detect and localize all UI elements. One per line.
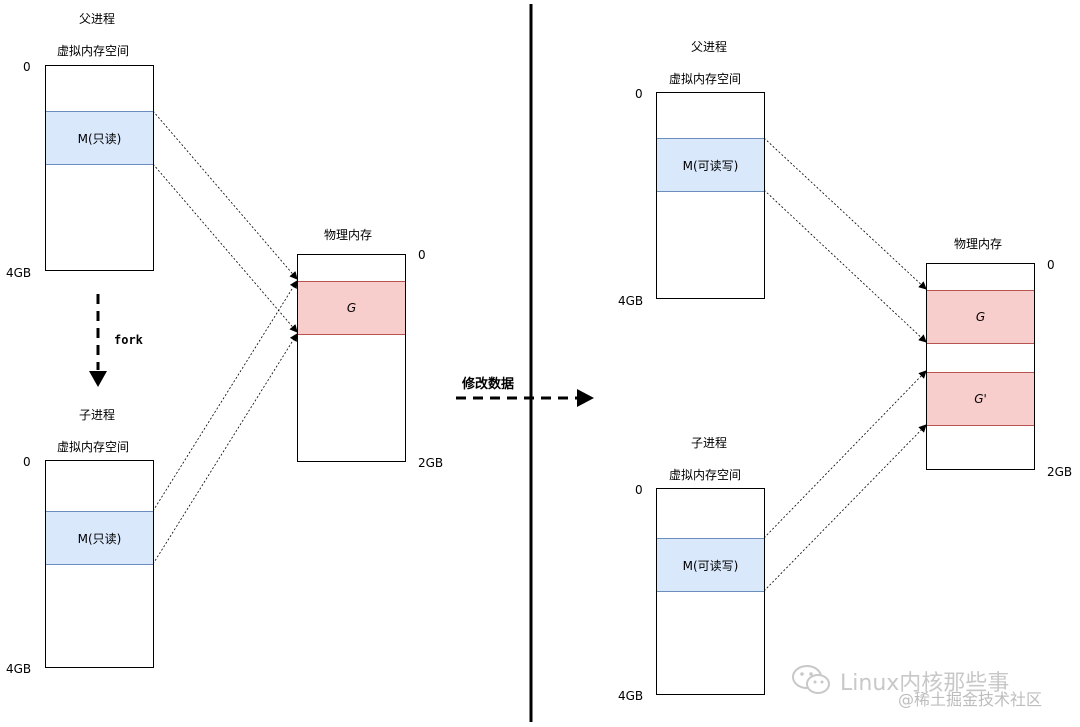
left-parent-virtual-memory-box: M(只读) — [45, 65, 154, 271]
right-physical-memory-box: G G' — [926, 263, 1035, 470]
left-child-start-label: 0 — [23, 455, 31, 469]
left-parent-m-segment: M(只读) — [46, 111, 153, 165]
right-parent-map-line-bottom — [763, 189, 927, 343]
right-parent-map-line-top — [763, 137, 927, 290]
right-physical-g-prime-segment: G' — [927, 372, 1034, 426]
left-child-title: 子进程 — [79, 408, 116, 422]
left-physical-end-label: 2GB — [418, 456, 444, 470]
left-parent-end-label: 4GB — [6, 266, 32, 280]
right-physical-title: 物理内存 — [954, 237, 1003, 251]
left-child-map-line-bottom — [152, 333, 298, 565]
watermark-brand: Linux内核那些事 — [840, 671, 1010, 696]
left-parent-space-label: 虚拟内存空间 — [57, 44, 130, 58]
right-child-virtual-memory-box: M(可读写) — [656, 488, 765, 695]
right-parent-m-segment: M(可读写) — [657, 138, 764, 192]
left-parent-title: 父进程 — [79, 12, 116, 26]
right-child-title: 子进程 — [691, 436, 728, 450]
fork-arrow-head — [89, 371, 107, 387]
right-parent-virtual-memory-box: M(可读写) — [656, 92, 765, 299]
left-child-space-label: 虚拟内存空间 — [57, 440, 130, 454]
left-parent-map-line-top — [152, 110, 298, 280]
left-child-virtual-memory-box: M(只读) — [45, 460, 154, 668]
fork-label: fork — [114, 333, 143, 347]
transition-label: 修改数据 — [462, 377, 515, 392]
left-physical-g-segment: G — [298, 281, 405, 335]
left-parent-map-line-bottom — [152, 163, 298, 333]
left-child-end-label: 4GB — [6, 662, 32, 676]
right-parent-start-label: 0 — [635, 87, 643, 101]
left-child-map-line-top — [152, 280, 298, 512]
right-child-m-segment: M(可读写) — [657, 538, 764, 592]
right-physical-end-label: 2GB — [1047, 465, 1073, 479]
right-child-map-line-bottom — [763, 424, 927, 592]
transition-arrow-head — [577, 389, 594, 407]
left-parent-start-label: 0 — [23, 60, 31, 74]
right-child-map-line-top — [763, 370, 927, 539]
left-physical-start-label: 0 — [418, 248, 426, 262]
right-child-end-label: 4GB — [618, 689, 644, 703]
right-child-start-label: 0 — [635, 483, 643, 497]
left-physical-memory-box: G — [297, 254, 406, 462]
right-parent-end-label: 4GB — [618, 294, 644, 308]
left-physical-title: 物理内存 — [324, 228, 373, 242]
right-physical-g-segment: G — [927, 290, 1034, 344]
wechat-logo-icon — [792, 665, 830, 694]
right-physical-start-label: 0 — [1047, 258, 1055, 272]
watermark-sub: @稀土掘金技术社区 — [898, 690, 1043, 709]
right-parent-title: 父进程 — [691, 40, 728, 54]
left-child-m-segment: M(只读) — [46, 511, 153, 565]
right-child-space-label: 虚拟内存空间 — [669, 468, 742, 482]
right-parent-space-label: 虚拟内存空间 — [669, 72, 742, 86]
